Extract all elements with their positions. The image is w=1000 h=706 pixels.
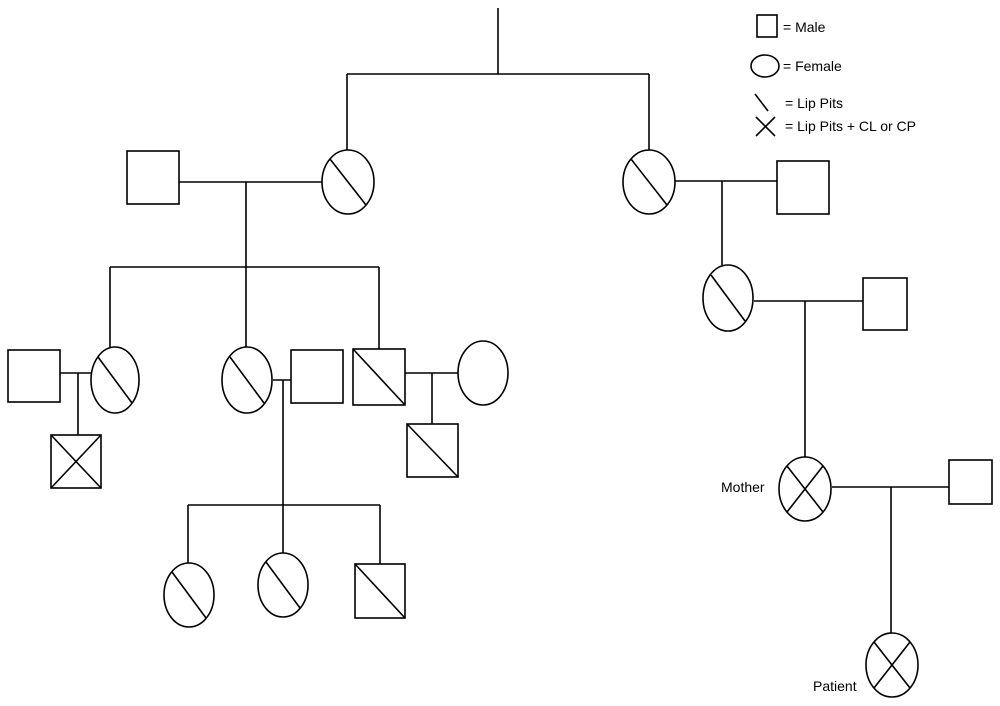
individual-g3-f4 [702,264,754,332]
individual-g2-f2 [622,149,676,215]
lip-pits-mark [171,571,207,619]
legend-lip-pits-label: = Lip Pits [785,95,843,111]
legend-female-label: = Female [783,58,842,74]
legend-lip-pits: = Lip Pits [754,93,843,112]
lip-pits-mark [352,348,406,406]
lip-pits-mark [354,563,406,619]
cross-icon-b [755,116,776,137]
individual-g3-m3 [352,348,406,406]
individual-g5-f2 [257,552,309,618]
individual-g3-f1 [90,346,140,414]
lip-pits-mark [97,356,133,404]
individual-g3-f2 [221,346,273,414]
cleft-mark-b [786,465,824,513]
legend-lip-pits-cleft: = Lip Pits + CL or CP [755,116,916,137]
lip-pits-mark [630,158,668,206]
lip-pits-mark [329,158,367,206]
male-symbol-icon [756,14,778,38]
slash-icon [754,93,769,112]
female-symbol-icon [750,54,780,78]
lip-pits-mark [229,356,265,404]
cleft-mark-b [873,641,911,689]
legend-lip-pits-cleft-label: = Lip Pits + CL or CP [785,118,916,134]
individual-g2-m2 [776,160,830,215]
individual-g3-f3 [457,340,509,406]
lip-pits-mark [406,423,459,478]
individual-g5-m1 [354,563,406,619]
individual-g3-m2 [290,349,344,404]
mother-label: Mother [721,479,765,495]
lip-pits-mark [265,561,301,609]
individual-g2-m1 [126,150,180,205]
individual-g4-m2 [406,423,459,478]
legend-male-label: = Male [783,19,826,35]
pedigree-lines [60,8,949,633]
individual-g5-f1 [163,562,215,628]
individual-g2-f1 [321,149,375,215]
individual-g4-m1 [50,434,102,489]
individual-g3-m1 [7,349,61,403]
patient-label: Patient [813,678,857,694]
cleft-mark-b [50,434,102,489]
individual-g5-patient [865,632,919,698]
legend: = Male = Female = Lip Pits = Lip Pits + … [750,14,916,137]
individual-g4-mother [778,456,832,522]
individual-g3-m4 [862,277,908,331]
individual-g4-m3 [948,459,993,505]
lip-pits-mark [710,274,746,322]
legend-female: = Female [750,54,842,78]
legend-male: = Male [756,14,826,38]
